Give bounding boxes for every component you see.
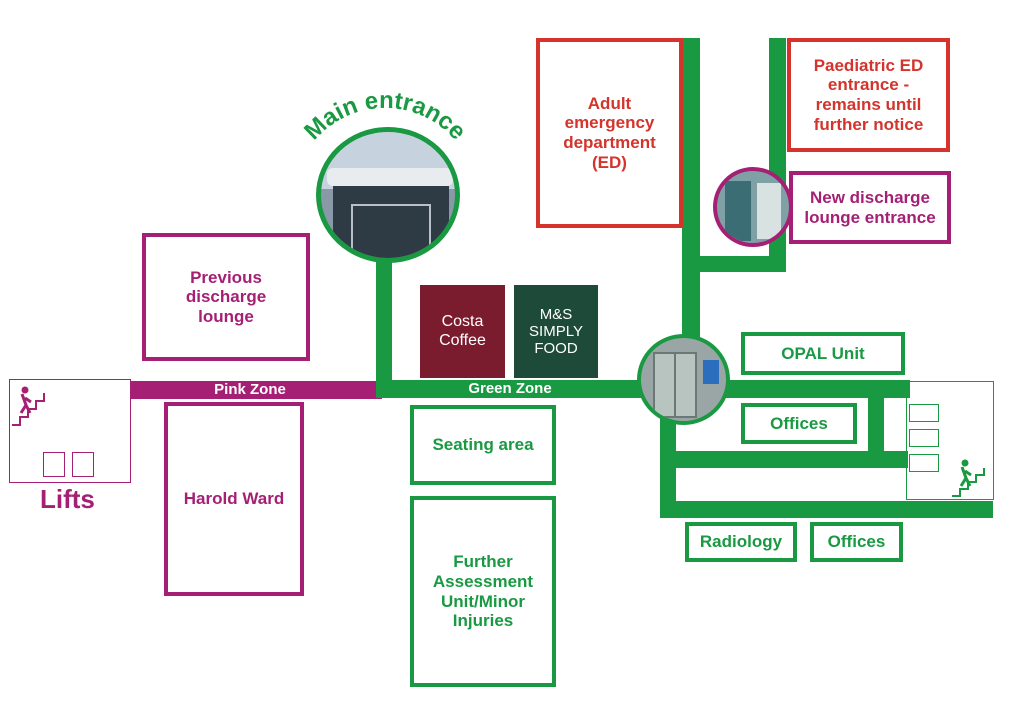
ed-connector-horizontal bbox=[682, 256, 786, 272]
lift-icon bbox=[43, 452, 65, 477]
pink-zone-label: Pink Zone bbox=[214, 381, 286, 398]
new-discharge-photo[interactable] bbox=[713, 167, 793, 247]
new-discharge-lounge-entrance[interactable]: New discharge lounge entrance bbox=[789, 171, 951, 244]
lift-photo[interactable] bbox=[637, 334, 730, 425]
stairs-icon bbox=[952, 459, 985, 497]
further-assessment-unit[interactable]: Further Assessment Unit/Minor Injuries bbox=[410, 496, 556, 687]
lift-sign bbox=[703, 360, 719, 384]
stairs-icon bbox=[12, 386, 45, 426]
lift-door-gap bbox=[674, 352, 676, 418]
costa-coffee[interactable]: Costa Coffee bbox=[420, 285, 505, 378]
door-photo bbox=[757, 183, 781, 239]
door-photo bbox=[725, 181, 751, 241]
harold-ward[interactable]: Harold Ward bbox=[164, 402, 304, 596]
lift-icon bbox=[72, 452, 94, 477]
lift-icon bbox=[909, 454, 939, 472]
ms-simply-food[interactable]: M&S SIMPLY FOOD bbox=[514, 285, 598, 378]
building-canopy bbox=[327, 168, 453, 186]
right-loop-c bbox=[868, 393, 884, 467]
adult-emergency-department[interactable]: Adult emergency department (ED) bbox=[536, 38, 683, 228]
lifts-area bbox=[9, 379, 131, 483]
main-entrance-connector bbox=[376, 255, 392, 390]
green-zone-label: Green Zone bbox=[468, 380, 552, 397]
offices-upper[interactable]: Offices bbox=[741, 403, 857, 444]
lift-icon bbox=[909, 404, 939, 422]
lifts-label: Lifts bbox=[40, 484, 95, 514]
door-frame bbox=[351, 204, 431, 258]
radiology[interactable]: Radiology bbox=[685, 522, 797, 562]
offices-lower[interactable]: Offices bbox=[810, 522, 903, 562]
right-loop-b bbox=[660, 451, 908, 468]
right-lifts-area bbox=[906, 381, 994, 500]
opal-unit[interactable]: OPAL Unit bbox=[741, 332, 905, 375]
paediatric-ed-entrance[interactable]: Paediatric ED entrance - remains until f… bbox=[787, 38, 950, 152]
seating-area[interactable]: Seating area bbox=[410, 405, 556, 485]
main-entrance-photo[interactable] bbox=[316, 127, 460, 263]
previous-discharge-lounge[interactable]: Previous discharge lounge bbox=[142, 233, 310, 361]
ed-connector-vertical bbox=[682, 38, 700, 338]
lift-icon bbox=[909, 429, 939, 447]
right-loop-d bbox=[660, 501, 993, 518]
pink-zone-corridor bbox=[130, 381, 382, 399]
